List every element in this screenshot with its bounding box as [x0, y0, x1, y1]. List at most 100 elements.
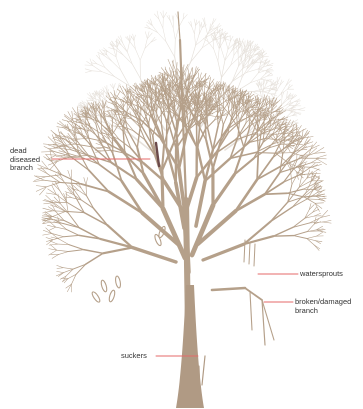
tree-branch — [43, 211, 53, 213]
background-branch — [201, 23, 202, 28]
tree-branch — [276, 153, 291, 154]
background-branch — [173, 28, 175, 39]
tree-branch — [46, 228, 52, 234]
background-branch — [161, 12, 164, 18]
background-branch — [277, 77, 280, 83]
background-branch — [260, 74, 265, 79]
tree-branch — [80, 138, 90, 139]
dead-leaves — [91, 226, 167, 304]
tree-branch — [49, 227, 55, 230]
tree-branch — [53, 237, 64, 240]
tree-branch — [58, 171, 64, 181]
watersprout — [254, 244, 255, 266]
tree-branch — [311, 159, 319, 163]
tree-branch — [113, 114, 120, 115]
tree-branch — [94, 208, 108, 225]
tree-branch — [48, 148, 58, 149]
background-branch — [208, 42, 214, 49]
tree-branch — [162, 171, 163, 209]
label-dead-diseased-branch: dead diseased branch — [10, 147, 40, 173]
tree-branch — [265, 173, 280, 195]
tree-branch — [323, 220, 332, 222]
background-branch — [105, 87, 107, 91]
background-branch — [103, 91, 104, 95]
broken-branch — [245, 288, 262, 300]
tree-branch — [305, 210, 310, 219]
background-branch — [215, 26, 221, 29]
tree-branch — [64, 235, 80, 236]
tree-branch — [257, 158, 273, 180]
background-branch — [194, 19, 196, 26]
tree-branch — [185, 74, 186, 82]
tree-branch — [137, 129, 140, 148]
background-branch — [170, 21, 173, 28]
background-branch — [85, 69, 92, 71]
background-branch — [281, 98, 286, 105]
tree-branch — [117, 89, 124, 95]
tree-branch — [68, 133, 74, 141]
tree-branch — [112, 135, 113, 154]
tree-branch — [316, 155, 327, 158]
label-watersprouts-text: watersprouts — [300, 270, 343, 279]
background-branch — [218, 49, 219, 61]
background-branch — [214, 49, 218, 61]
background-branch — [173, 16, 174, 21]
tree-branch — [84, 213, 107, 226]
label-broken-damaged-branch: broken/damaged branch — [295, 298, 351, 315]
tree-branch — [66, 229, 79, 235]
tree-branch — [307, 236, 317, 238]
tree-branch — [43, 230, 52, 233]
tree-branch — [315, 203, 324, 204]
tree-branch — [323, 222, 332, 223]
tree-branch — [132, 248, 176, 263]
background-branch — [213, 41, 214, 49]
background-branch — [159, 19, 163, 28]
tree-branch — [265, 193, 288, 194]
tree-branch — [40, 187, 47, 195]
tree-branch — [57, 265, 64, 267]
background-branch — [163, 12, 166, 18]
broken-branch — [212, 288, 245, 290]
background-branch — [105, 94, 107, 100]
tree-branch — [52, 211, 66, 216]
background-branch — [212, 19, 216, 25]
tree-branch — [57, 271, 64, 272]
tree-branch — [64, 114, 73, 120]
tree-branch — [69, 250, 84, 252]
tree-branch — [44, 146, 54, 151]
background-branch — [294, 122, 299, 123]
background-branch — [140, 48, 145, 60]
tree-branch — [210, 82, 211, 89]
label-suckers: suckers — [121, 352, 147, 361]
tree-branch — [79, 191, 87, 196]
tree-branch — [109, 192, 143, 213]
background-branch — [205, 25, 207, 34]
tree-branch — [43, 234, 52, 236]
background-branch — [230, 36, 233, 41]
tree-branch — [273, 227, 293, 236]
tree-branch — [257, 153, 258, 180]
tree-trunk — [176, 285, 205, 408]
tree-branch — [318, 231, 326, 232]
tree-branch — [176, 123, 177, 149]
tree-branch — [49, 241, 57, 245]
tree-branch — [36, 186, 46, 187]
background-branch — [194, 26, 195, 34]
background-branch — [175, 40, 176, 58]
dead-leaf — [115, 276, 122, 289]
background-branch — [226, 40, 228, 49]
background-branch — [127, 52, 132, 64]
label-watersprouts: watersprouts — [300, 270, 343, 279]
tree-branch — [69, 245, 84, 250]
tree-branch — [44, 157, 53, 162]
background-branch — [237, 83, 251, 92]
tree-branch — [86, 253, 103, 264]
background-branch — [114, 83, 116, 88]
dead-leaf — [154, 234, 163, 247]
background-branch — [199, 22, 200, 28]
tree-branch — [120, 86, 125, 95]
background-branch — [194, 34, 195, 46]
background-branch — [212, 18, 214, 25]
